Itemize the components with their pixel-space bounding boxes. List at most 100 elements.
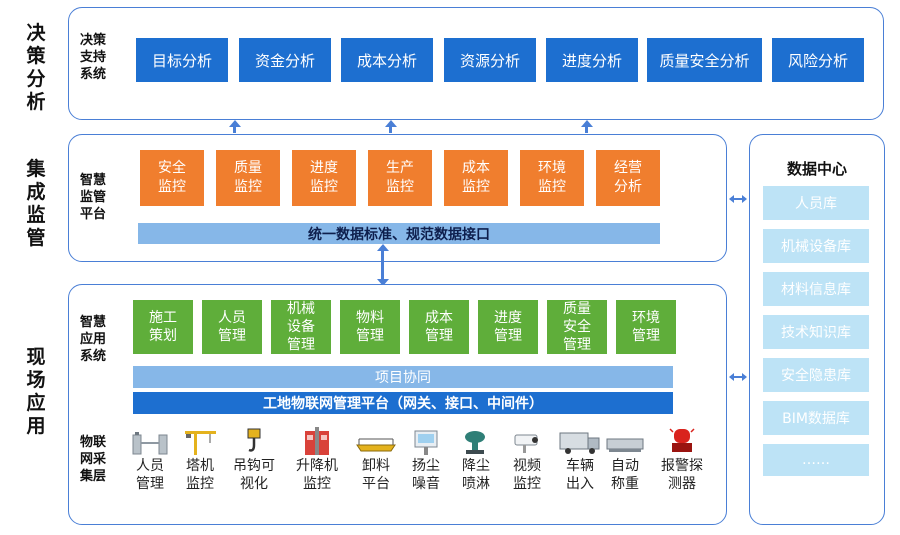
device-label-line: 监控	[513, 476, 541, 492]
device-label-line: 管理	[136, 476, 164, 492]
scale-icon	[601, 425, 649, 455]
db-item-personnel[interactable]: 人员库	[763, 186, 869, 220]
device-personnel[interactable]: 人员管理	[126, 425, 174, 493]
app-item-materials[interactable]: 物料 管理	[340, 300, 400, 354]
iot-sub-label-line: 物联	[80, 435, 107, 450]
device-label-line: 监控	[303, 476, 331, 492]
monitor-item-production[interactable]: 生产 监控	[368, 150, 432, 206]
app-item-cost[interactable]: 成本 管理	[409, 300, 469, 354]
app-item-progress[interactable]: 进度 管理	[478, 300, 538, 354]
application-sub-label-line: 智慧	[80, 315, 107, 330]
monitor-item-line: 监控	[234, 179, 262, 195]
decision-sub-label-line: 支持	[80, 50, 107, 65]
device-hook[interactable]: 吊钩可视化	[230, 425, 278, 493]
connector-stem	[389, 127, 392, 133]
up-arrow-icon	[581, 120, 593, 127]
device-camera[interactable]: 视频监控	[503, 425, 551, 493]
monitor-item-safety[interactable]: 安全 监控	[140, 150, 204, 206]
iot-sub-label-line: 网采	[80, 452, 107, 467]
double-arrow-icon	[729, 195, 747, 203]
device-alarm[interactable]: 报警探测器	[655, 425, 709, 493]
device-truck[interactable]: 车辆出入	[556, 425, 604, 493]
monitor-item-operations[interactable]: 经营 分析	[596, 150, 660, 206]
app-item-line: 机械	[287, 301, 315, 317]
camera-icon	[503, 425, 551, 455]
monitor-item-progress[interactable]: 进度 监控	[292, 150, 356, 206]
monitor-item-line: 监控	[462, 179, 490, 195]
layer-label-decision-text: 决策分析	[26, 22, 46, 113]
device-label-line: 扬尘	[412, 458, 440, 474]
alarm-icon	[655, 425, 709, 455]
app-item-personnel[interactable]: 人员 管理	[202, 300, 262, 354]
device-label-line: 称重	[611, 476, 639, 492]
hook-icon	[230, 425, 278, 455]
device-label-line: 报警探	[661, 458, 703, 474]
device-label-line: 平台	[362, 476, 390, 492]
db-item-more: ……	[763, 444, 869, 476]
db-item-machinery[interactable]: 机械设备库	[763, 229, 869, 263]
device-sprayer[interactable]: 降尘喷淋	[452, 425, 500, 493]
sprayer-icon	[452, 425, 500, 455]
app-item-environment[interactable]: 环境 管理	[616, 300, 676, 354]
device-elevator[interactable]: 升降机监控	[293, 425, 341, 493]
decision-item-target[interactable]: 目标分析	[136, 38, 228, 82]
decision-item-risk[interactable]: 风险分析	[772, 38, 864, 82]
app-item-line: 管理	[563, 337, 591, 353]
monitor-item-cost[interactable]: 成本 监控	[444, 150, 508, 206]
data-center-title: 数据中心	[786, 160, 847, 178]
connector-stem	[585, 127, 588, 133]
iot-sub-label-line: 集层	[80, 469, 107, 484]
integrated-sub-label-line: 监管	[80, 190, 107, 205]
dust-monitor-icon	[402, 425, 450, 455]
decision-sub-label-line: 决策	[80, 33, 107, 48]
decision-item-resource[interactable]: 资源分析	[444, 38, 536, 82]
monitor-item-line: 进度	[310, 160, 338, 176]
layer-label-decision: 决策分析	[24, 22, 48, 114]
device-label-line: 视化	[240, 476, 268, 492]
app-item-line: 管理	[218, 328, 246, 344]
decision-item-funds[interactable]: 资金分析	[239, 38, 331, 82]
monitor-item-quality[interactable]: 质量 监控	[216, 150, 280, 206]
app-item-line: 策划	[149, 328, 177, 344]
elevator-icon	[293, 425, 341, 455]
app-item-machinery[interactable]: 机械 设备 管理	[271, 300, 331, 354]
decision-item-progress[interactable]: 进度分析	[546, 38, 638, 82]
monitor-item-line: 监控	[310, 179, 338, 195]
iot-sub-label: 物联 网采 集层	[80, 434, 106, 485]
monitor-item-line: 生产	[386, 160, 414, 176]
integrated-sub-label-line: 智慧	[80, 173, 107, 188]
decision-sub-label: 决策 支持 系统	[80, 32, 106, 83]
integrated-sub-label: 智慧 监管 平台	[80, 172, 106, 223]
app-item-line: 物料	[356, 310, 384, 326]
layer-label-field-text: 现场应用	[26, 346, 46, 437]
device-tower-crane[interactable]: 塔机监控	[176, 425, 224, 493]
app-item-line: 成本	[425, 310, 453, 326]
device-label-line: 吊钩可	[233, 458, 275, 474]
device-dust-monitor[interactable]: 扬尘噪音	[402, 425, 450, 493]
app-item-line: 管理	[494, 328, 522, 344]
app-item-construction-planning[interactable]: 施工 策划	[133, 300, 193, 354]
monitor-item-line: 经营	[614, 160, 642, 176]
down-arrow-icon	[377, 279, 389, 286]
app-item-line: 设备	[287, 319, 315, 335]
db-item-knowledge[interactable]: 技术知识库	[763, 315, 869, 349]
app-item-line: 环境	[632, 310, 660, 326]
monitor-item-line: 监控	[538, 179, 566, 195]
device-scale[interactable]: 自动称重	[601, 425, 649, 493]
application-sub-label-line: 应用	[80, 332, 107, 347]
up-arrow-icon	[385, 120, 397, 127]
monitor-item-environment[interactable]: 环境 监控	[520, 150, 584, 206]
device-label-line: 车辆	[566, 458, 594, 474]
db-item-hazards[interactable]: 安全隐患库	[763, 358, 869, 392]
device-platform[interactable]: 卸料平台	[352, 425, 400, 493]
project-collab-bar: 项目协同	[133, 366, 673, 388]
device-label-line: 喷淋	[462, 476, 490, 492]
app-item-line: 管理	[425, 328, 453, 344]
db-item-materials[interactable]: 材料信息库	[763, 272, 869, 306]
decision-item-quality-safety[interactable]: 质量安全分析	[647, 38, 762, 82]
decision-item-cost[interactable]: 成本分析	[341, 38, 433, 82]
db-item-bim[interactable]: BIM数据库	[763, 401, 869, 435]
double-arrow-icon	[729, 373, 747, 381]
app-item-quality-safety[interactable]: 质量 安全 管理	[547, 300, 607, 354]
layer-label-integrated: 集成监管	[24, 158, 48, 250]
